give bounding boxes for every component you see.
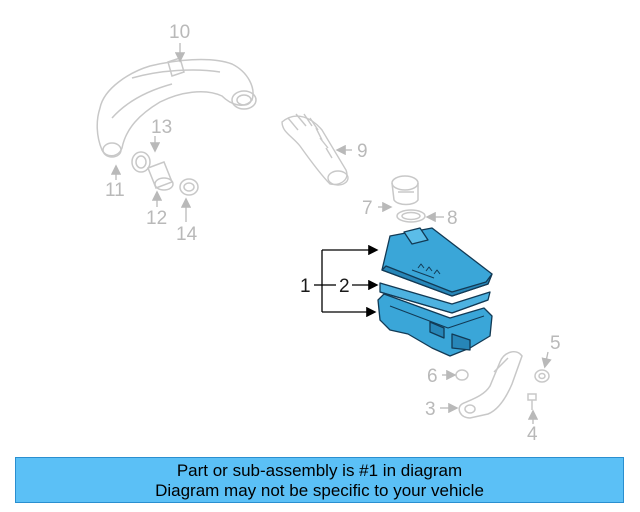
callout-11: 11 xyxy=(105,180,125,201)
clamp-13-part xyxy=(131,151,151,173)
callout-10: 10 xyxy=(169,22,190,43)
banner-line-2: Diagram may not be specific to your vehi… xyxy=(155,481,484,500)
flex-hose-part xyxy=(281,113,349,186)
callout-6: 6 xyxy=(427,366,438,387)
intake-duct-part xyxy=(96,57,257,158)
clamp-14-part xyxy=(179,178,199,196)
callout-5: 5 xyxy=(550,333,561,354)
callout-8: 8 xyxy=(447,208,458,229)
grommet-6-part xyxy=(455,369,469,381)
adapter-7-part xyxy=(391,175,419,206)
seal-ring-8-part xyxy=(396,209,426,223)
callout-1: 1 xyxy=(300,276,311,297)
callout-leaders xyxy=(110,43,552,424)
sleeve-12-part xyxy=(147,161,174,191)
callout-4: 4 xyxy=(527,424,538,445)
callout-2: 2 xyxy=(339,276,350,297)
parts-diagram: 10 13 9 11 7 8 12 14 1 2 5 6 3 4 xyxy=(96,22,561,445)
callout-13: 13 xyxy=(151,117,172,138)
callout-7: 7 xyxy=(362,198,373,219)
callout-14: 14 xyxy=(176,224,198,245)
banner-line-1: Part or sub-assembly is #1 in diagram xyxy=(176,461,463,480)
bushing-5-part xyxy=(534,369,550,383)
callout-12: 12 xyxy=(146,208,167,229)
bolt-4-part xyxy=(527,393,537,410)
callout-9: 9 xyxy=(357,141,368,162)
info-banner: Part or sub-assembly is #1 in diagram Di… xyxy=(15,457,624,503)
callout-3: 3 xyxy=(425,399,436,420)
air-cleaner-assembly xyxy=(377,227,493,357)
bracket-3-part xyxy=(458,351,523,419)
callout-1-2-leaders xyxy=(314,244,379,318)
